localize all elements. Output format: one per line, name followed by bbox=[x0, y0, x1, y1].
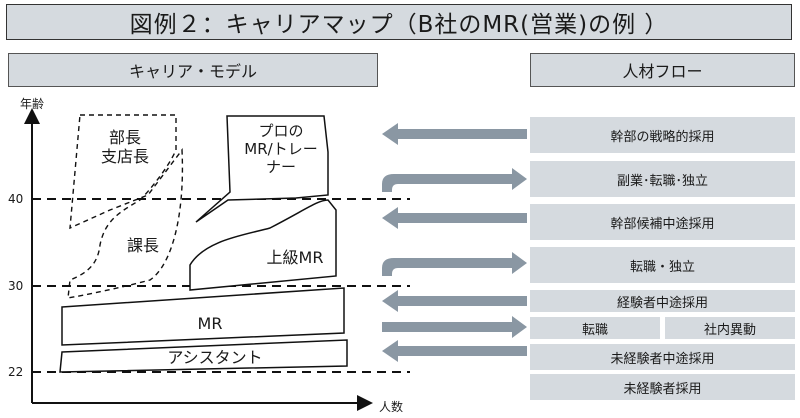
manager-shape bbox=[67, 114, 184, 299]
flow-side-business: 副業･転職･独立 bbox=[530, 161, 795, 197]
tick-label-30: 30 bbox=[8, 279, 24, 293]
senior-mr-label: 上級MR bbox=[266, 248, 324, 267]
inflow-arrows bbox=[382, 123, 527, 362]
assistant-label: アシスタント bbox=[167, 348, 263, 367]
mr-shape bbox=[61, 287, 345, 346]
tick-label-22: 22 bbox=[8, 365, 24, 379]
career-model-header: キャリア・モデル bbox=[8, 53, 378, 87]
flow-experienced-hire: 経験者中途採用 bbox=[530, 290, 795, 312]
talent-flow-header: 人材フロー bbox=[530, 53, 795, 87]
arrow-exec-candidate bbox=[382, 207, 527, 229]
senior-mr-shape bbox=[189, 199, 337, 291]
section-manager-label: 課長 bbox=[126, 236, 159, 255]
flow-inexp-hire: 未経験者採用 bbox=[530, 374, 795, 400]
arrow-exec-hire bbox=[382, 123, 527, 145]
arrow-side-business bbox=[382, 168, 527, 192]
manager-top-label: 部長支店長 bbox=[100, 128, 149, 166]
flow-executive-hire: 幹部の戦略的採用 bbox=[530, 117, 795, 153]
arrow-job-change-indep bbox=[382, 252, 527, 276]
flow-internal-transfer: 社内異動 bbox=[665, 317, 795, 339]
arrow-job-change bbox=[382, 316, 527, 338]
x-axis-label: 人数 bbox=[379, 400, 404, 414]
flow-job-change: 転職 bbox=[530, 317, 660, 339]
flow-exec-candidate-hire: 幹部候補中途採用 bbox=[530, 204, 795, 240]
y-axis-label: 年齢 bbox=[20, 97, 45, 111]
tick-label-40: 40 bbox=[8, 192, 24, 206]
pro-trainer-bubble bbox=[195, 115, 329, 223]
mr-label: MR bbox=[197, 314, 223, 333]
flow-inexp-midcareer-hire: 未経験者中途採用 bbox=[530, 344, 795, 370]
assistant-shape bbox=[59, 339, 348, 373]
arrow-experienced bbox=[382, 290, 527, 312]
outflow-arrows bbox=[382, 168, 527, 338]
arrow-inexp-mid bbox=[382, 340, 527, 362]
page-title: 図例２：キャリアマップ（B社のMR(営業)の例 ） bbox=[6, 4, 792, 40]
flow-job-change-indep: 転職・独立 bbox=[530, 247, 795, 283]
